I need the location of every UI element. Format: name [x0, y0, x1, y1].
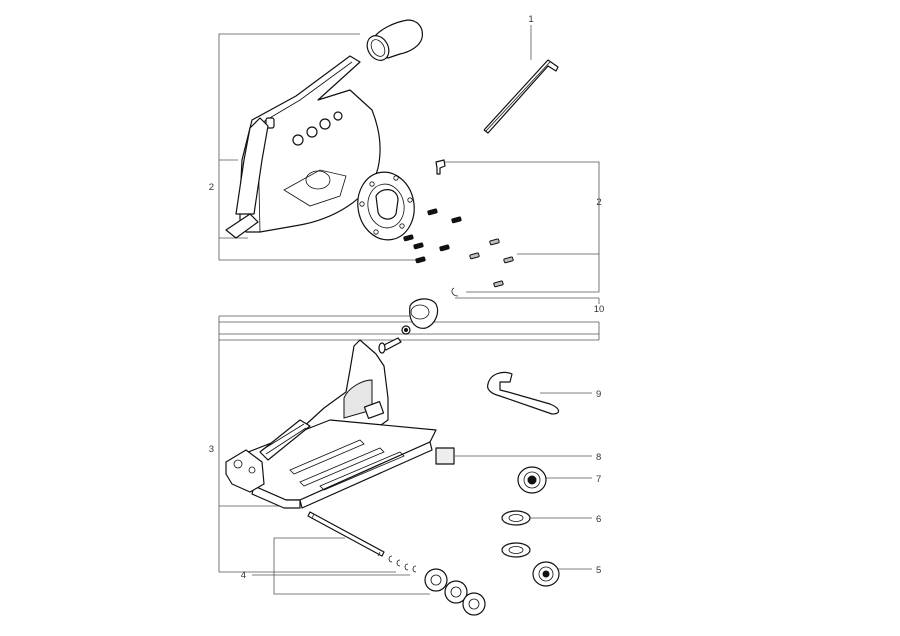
label-part-2-right: 2 — [596, 197, 601, 208]
part-knob — [378, 298, 439, 354]
label-part-7: 7 — [596, 474, 601, 485]
label-part-10: 10 — [594, 304, 605, 315]
label-part-1: 1 — [528, 14, 533, 25]
part-screws — [403, 159, 514, 297]
part-cutting-base — [225, 339, 437, 509]
part-flange-ring — [357, 171, 415, 241]
part-hex-key — [483, 59, 559, 134]
part-guard-hood — [225, 19, 423, 239]
label-part-6: 6 — [596, 514, 601, 525]
label-part-4: 4 — [241, 570, 246, 581]
part-shaft-bearings — [307, 511, 486, 616]
part-flange — [532, 561, 560, 587]
part-number-labels: 1 2 2 10 9 3 8 7 6 4 5 — [209, 14, 605, 581]
label-part-5: 5 — [596, 565, 601, 576]
label-part-9: 9 — [596, 389, 601, 400]
label-part-3: 3 — [209, 444, 214, 455]
leader-lines — [218, 25, 600, 595]
part-washers — [501, 510, 531, 558]
label-part-2-left: 2 — [209, 182, 214, 193]
label-part-8: 8 — [596, 452, 601, 463]
part-label-plate — [435, 447, 455, 465]
part-spanner — [487, 371, 560, 415]
part-flange-nut — [517, 466, 547, 494]
